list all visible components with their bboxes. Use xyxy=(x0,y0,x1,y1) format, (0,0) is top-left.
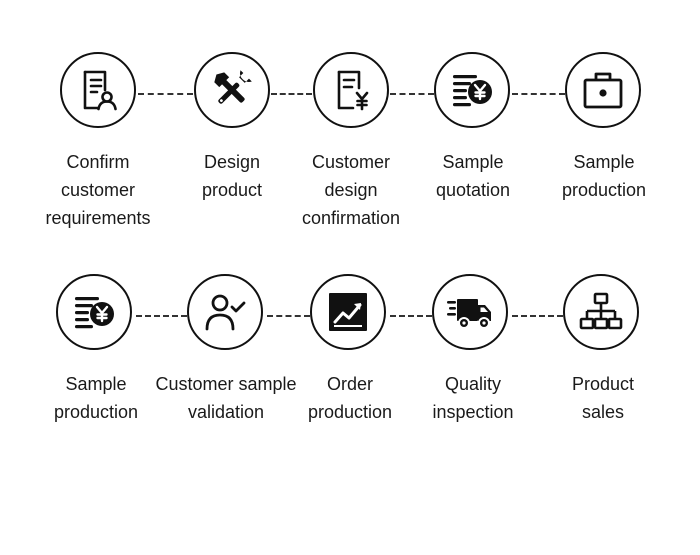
dashed-connector xyxy=(138,93,193,95)
requirements-document-icon xyxy=(60,52,136,128)
step-label-line: Customer xyxy=(311,152,391,172)
dashed-connector xyxy=(512,315,563,317)
step-label-line: validation xyxy=(187,402,265,422)
step-label-line: Sample xyxy=(573,152,635,172)
dashed-connector xyxy=(512,93,565,95)
step-label-line: production xyxy=(307,402,393,422)
step-label-line: quotation xyxy=(435,180,511,200)
step-label-line: Quality xyxy=(444,374,502,394)
step-label-line: Design xyxy=(203,152,261,172)
dashed-connector xyxy=(267,315,310,317)
briefcase-icon xyxy=(565,52,641,128)
step-label-line: product xyxy=(201,180,263,200)
growth-chart-icon xyxy=(310,274,386,350)
step-label-line: sales xyxy=(581,402,625,422)
step-label-line: requirements xyxy=(45,208,151,228)
step-label-line: design xyxy=(324,180,378,200)
step-label-line: Order xyxy=(326,374,373,394)
step-label-line: Sample xyxy=(65,374,127,394)
tools-icon xyxy=(194,52,270,128)
step-label-line: production xyxy=(561,180,647,200)
dashed-connector xyxy=(390,315,432,317)
dashed-connector xyxy=(136,315,187,317)
dashed-connector xyxy=(390,93,434,95)
process-row-2: Sample production Customer sample valida… xyxy=(0,274,700,474)
step-label-line: Customer sample xyxy=(155,374,297,394)
process-row-1: Confirm customer requirements Design pro… xyxy=(0,52,700,252)
sample-cost-yen-icon xyxy=(56,274,132,350)
step-label-line: confirmation xyxy=(301,208,401,228)
delivery-truck-icon xyxy=(432,274,508,350)
hierarchy-icon xyxy=(563,274,639,350)
step-label-line: Sample xyxy=(442,152,504,172)
step-label-line: inspection xyxy=(432,402,514,422)
step-label-line: customer xyxy=(60,180,136,200)
quotation-yen-icon xyxy=(434,52,510,128)
user-check-icon xyxy=(187,274,263,350)
step-label-line: Confirm xyxy=(66,152,130,172)
design-confirmation-icon xyxy=(313,52,389,128)
step-label-line: Product xyxy=(571,374,635,394)
dashed-connector xyxy=(271,93,312,95)
step-label-line: production xyxy=(53,402,139,422)
